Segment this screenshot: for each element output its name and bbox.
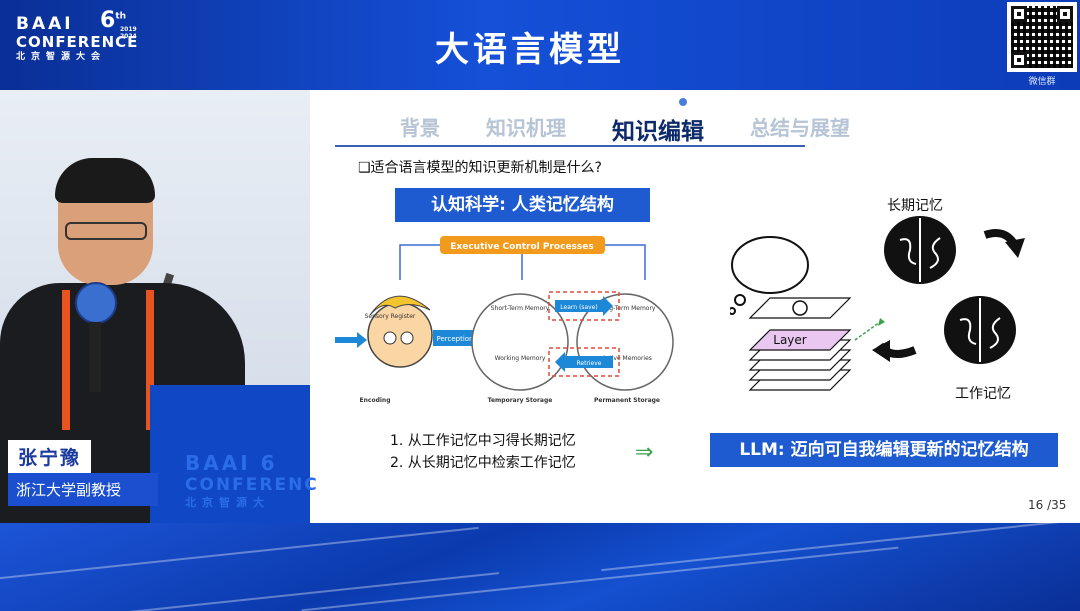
nav-item-summary: 总结与展望	[750, 116, 850, 140]
qr-label: 微信群	[1028, 77, 1056, 87]
podium-logo: BAAI 6 CONFERENC 北京智源大	[185, 451, 319, 509]
nav-item-mechanism: 知识机理	[486, 116, 566, 140]
layer-stack-icon: Layer	[748, 297, 852, 391]
openai-icon	[792, 300, 808, 316]
microphone-icon	[75, 282, 117, 392]
svg-text:Long-Term Memory: Long-Term Memory	[599, 305, 656, 312]
working-brain-icon	[944, 296, 1016, 364]
active-nav-dot	[679, 98, 687, 106]
logo-baai: BAAI	[16, 14, 74, 34]
nav-underline	[335, 145, 805, 147]
glasses	[65, 222, 147, 240]
memory-list: 1. 从工作记忆中习得长期记忆 2. 从长期记忆中检索工作记忆	[390, 430, 576, 474]
long-term-memory-label: 长期记忆	[887, 198, 943, 214]
double-arrow-icon: ⇒	[635, 440, 654, 465]
qr-code-icon	[1007, 2, 1077, 72]
svg-text:Encoding: Encoding	[360, 397, 391, 404]
executive-box	[440, 236, 605, 254]
list-item: 1. 从工作记忆中习得长期记忆	[390, 433, 576, 449]
presentation-slide: 背景 知识机理 知识编辑 总结与展望 ❑适合语言模型的知识更新机制是什么? 认知…	[310, 90, 1080, 523]
bottom-banner	[0, 523, 1080, 611]
svg-text:Working Memory: Working Memory	[495, 355, 546, 362]
slide-question: ❑适合语言模型的知识更新机制是什么?	[358, 160, 602, 176]
svg-text:Active Memories: Active Memories	[602, 355, 652, 362]
speaker-title: 浙江大学副教授	[8, 473, 158, 506]
long-term-brain-icon	[884, 216, 956, 284]
edition-years: 2019 2024	[120, 26, 137, 40]
svg-text:Sensory Register: Sensory Register	[365, 313, 416, 320]
cognitive-science-box: 认知科学: 人类记忆结构	[395, 188, 650, 222]
working-memory-label: 工作记忆	[955, 386, 1011, 402]
executive-label: Executive Control Processes	[450, 242, 593, 252]
list-item: 2. 从长期记忆中检索工作记忆	[390, 455, 576, 471]
svg-text:Permanent Storage: Permanent Storage	[594, 397, 660, 404]
logo-chinese: 北京智源大会	[16, 52, 107, 62]
svg-text:Temporary Storage: Temporary Storage	[488, 397, 553, 404]
page-title: 大语言模型	[435, 30, 625, 70]
svg-text:Short-Term Memory: Short-Term Memory	[491, 305, 550, 312]
nav-item-editing: 知识编辑	[612, 119, 704, 145]
svg-text:Retrieve: Retrieve	[576, 360, 601, 367]
llm-memory-box: LLM: 迈向可自我编辑更新的记忆结构	[710, 433, 1058, 467]
baai-logo: BAAI CONFERENCE 北京智源大会 6th 2019 2024	[16, 10, 139, 62]
edition-number: 6th	[100, 8, 127, 33]
layer-brain-illustration: Layer	[730, 216, 1025, 391]
page-number: 16 /35	[1028, 498, 1067, 512]
header-bar: BAAI CONFERENCE 北京智源大会 6th 2019 2024 大语言…	[0, 0, 1080, 90]
nav-item-background: 背景	[400, 116, 440, 140]
speaker-name: 张宁豫	[8, 440, 92, 473]
svg-text:Perception: Perception	[436, 335, 473, 343]
speaker-hair	[55, 158, 155, 203]
svg-text:Learn (save): Learn (save)	[560, 304, 597, 311]
memory-diagram: Executive Control Processes Sensory Regi…	[335, 236, 674, 404]
slide-nav: 背景 知识机理 知识编辑 总结与展望	[400, 112, 896, 145]
logo-conference: CONFERENCE	[16, 33, 139, 51]
layer-label: Layer	[773, 333, 807, 347]
podium	[150, 385, 310, 523]
lanyard	[62, 290, 154, 430]
